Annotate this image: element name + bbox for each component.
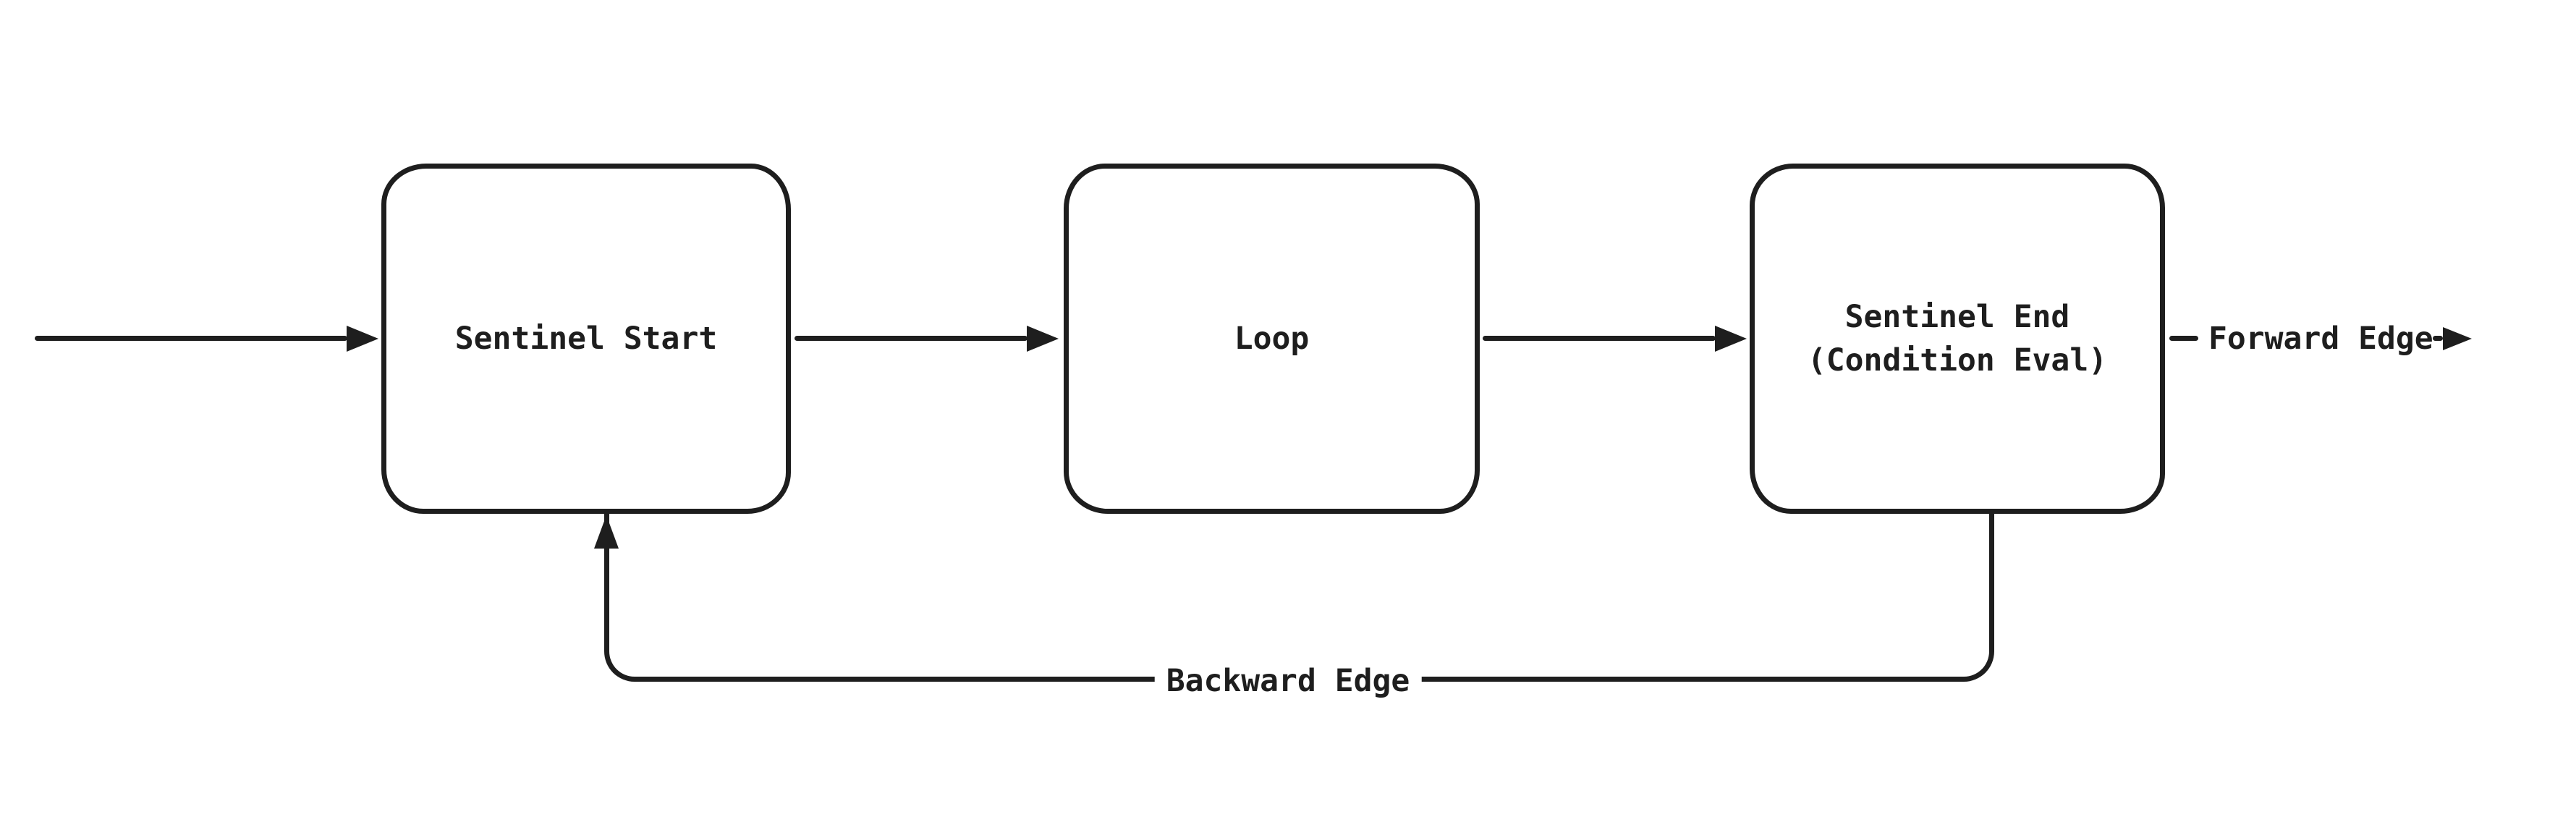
node-loop-label: Loop xyxy=(1234,317,1310,360)
forward-edge-label: Forward Edge xyxy=(2208,321,2433,357)
node-sentinel-start: Sentinel Start xyxy=(381,164,791,514)
node-sentinel-end-label: Sentinel End (Condition Eval) xyxy=(1808,295,2107,382)
forward-edge-stub-line xyxy=(2433,336,2443,341)
arrow-loop-to-end-line xyxy=(1483,336,1716,341)
backward-edge-label: Backward Edge xyxy=(1154,659,1422,703)
backward-edge-arrowhead-icon xyxy=(594,515,619,549)
node-loop-text: Loop xyxy=(1234,321,1310,357)
node-sentinel-end-text-line1: Sentinel End xyxy=(1844,299,2070,335)
entry-arrowhead-icon xyxy=(347,326,378,352)
node-sentinel-end: Sentinel End (Condition Eval) xyxy=(1750,164,2165,514)
node-sentinel-start-text: Sentinel Start xyxy=(454,321,718,357)
node-loop: Loop xyxy=(1064,164,1480,514)
forward-edge-arrowhead-icon xyxy=(2443,327,2472,350)
arrow-start-to-loop-line xyxy=(795,336,1028,341)
arrow-loop-to-end-arrowhead-icon xyxy=(1715,326,1747,352)
node-sentinel-start-label: Sentinel Start xyxy=(455,317,717,360)
entry-arrow-line xyxy=(35,336,347,341)
node-sentinel-end-text-line2: (Condition Eval) xyxy=(1807,342,2108,378)
arrow-start-to-loop-arrowhead-icon xyxy=(1027,326,1059,352)
forward-edge-line xyxy=(2169,336,2198,341)
backward-edge-line xyxy=(604,514,1994,682)
